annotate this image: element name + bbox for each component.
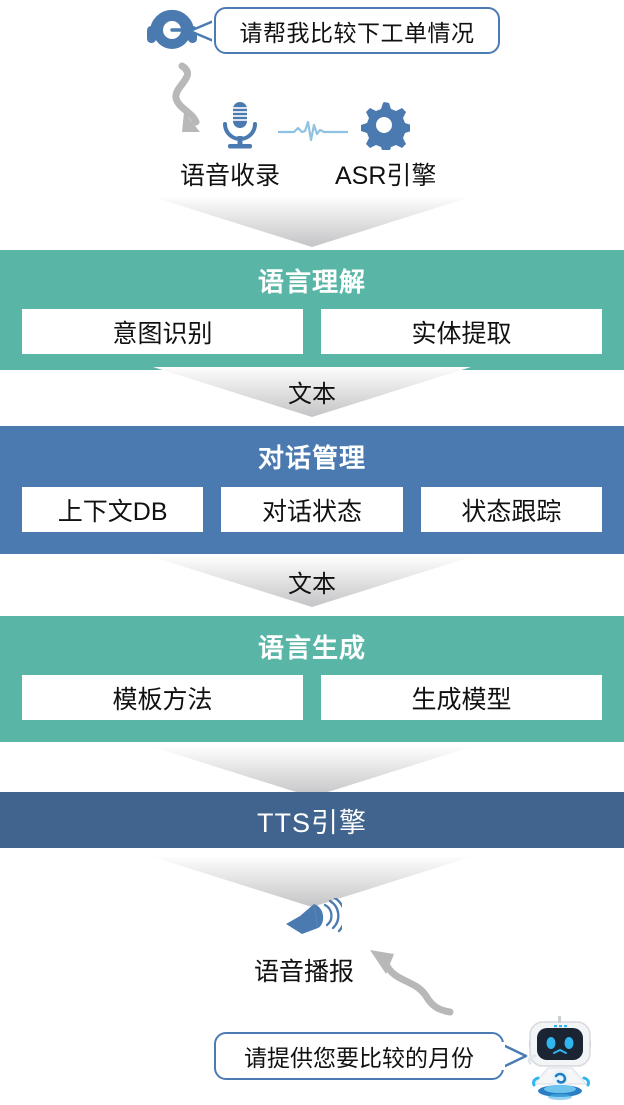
flow-arrow-down-icon [153, 557, 471, 607]
user-speech-bubble: 请帮我比较下工单情况 [214, 7, 500, 54]
flow-arrow-down-icon [153, 857, 471, 907]
gear-icon [358, 100, 411, 153]
stage-box[interactable]: 对话状态 [221, 487, 403, 532]
stage-box[interactable]: 状态跟踪 [420, 487, 602, 532]
stage-nlg: 语言生成 模板方法 生成模型 [0, 616, 624, 742]
user-message-text: 请帮我比较下工单情况 [239, 19, 475, 46]
flow-arrow-down-icon [153, 367, 471, 417]
audio-waveform-icon [276, 118, 350, 144]
flow-arrow-down-icon [153, 197, 471, 247]
stage-tts: TTS引擎 [0, 792, 624, 848]
robot-assistant-icon [508, 1016, 612, 1100]
stage-dm-title: 对话管理 [257, 443, 366, 473]
stage-dm-boxes: 上下文DB 对话状态 状态跟踪 [0, 487, 624, 532]
stage-nlu: 语言理解 意图识别 实体提取 [0, 250, 624, 370]
megaphone-icon [284, 896, 346, 942]
stage-nlg-title: 语言生成 [257, 633, 366, 663]
curved-up-left-arrow-icon [364, 940, 456, 1018]
stage-box[interactable]: 上下文DB [22, 487, 204, 532]
stage-box[interactable]: 实体提取 [321, 309, 602, 354]
stage-box[interactable]: 模板方法 [22, 675, 303, 720]
voice-broadcast-label: 语音播报 [254, 958, 355, 986]
connector-label-text: 文本 [288, 381, 336, 408]
bot-speech-bubble: 请提供您要比较的月份 [214, 1032, 504, 1080]
stage-nlg-boxes: 模板方法 生成模型 [0, 675, 624, 720]
curved-down-arrow-icon [152, 62, 232, 142]
connector-label-text: 文本 [288, 571, 336, 598]
microphone-icon [216, 100, 264, 150]
stage-box[interactable]: 生成模型 [321, 675, 602, 720]
stage-nlu-boxes: 意图识别 实体提取 [0, 309, 624, 354]
voice-capture-label: 语音收录 [180, 162, 281, 190]
headset-agent-icon [142, 4, 208, 56]
stage-tts-title: TTS引擎 [257, 807, 367, 838]
bot-message-text: 请提供您要比较的月份 [244, 1045, 474, 1071]
speech-bubble-tail-icon [498, 1038, 532, 1074]
stage-box[interactable]: 意图识别 [22, 309, 303, 354]
stage-nlu-title: 语言理解 [257, 267, 366, 297]
stage-dm: 对话管理 上下文DB 对话状态 状态跟踪 [0, 426, 624, 554]
asr-engine-label: ASR引擎 [335, 162, 437, 190]
flow-arrow-down-icon [153, 747, 471, 797]
